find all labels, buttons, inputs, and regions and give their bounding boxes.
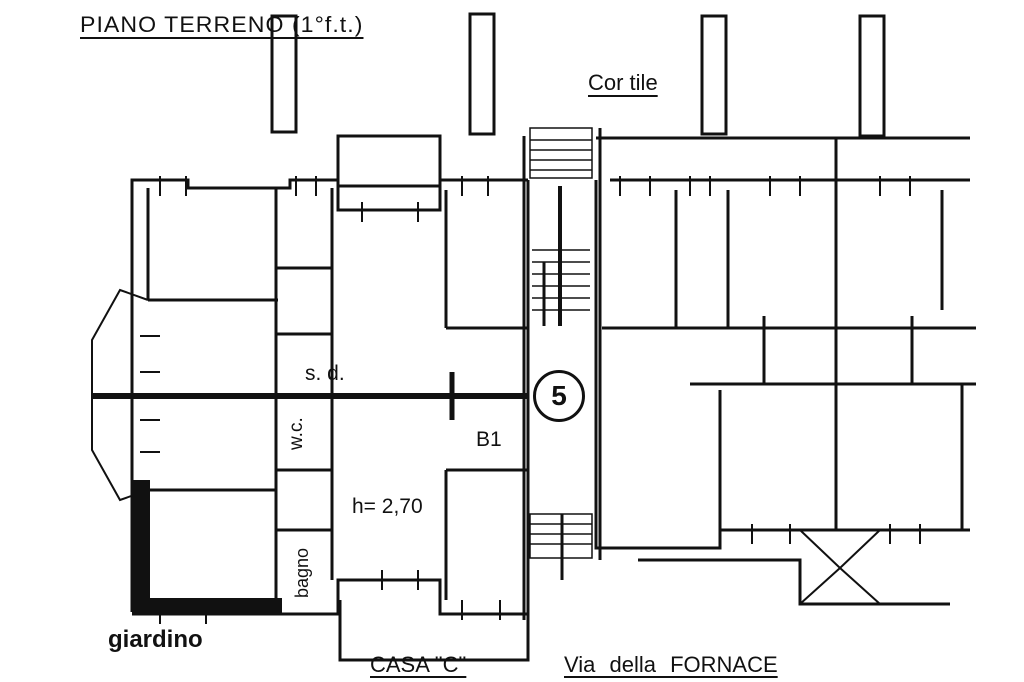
staircase xyxy=(529,127,593,580)
building-label: CASA "C" xyxy=(370,652,467,677)
chimneys xyxy=(270,12,886,138)
stair-number-badge: 5 xyxy=(533,370,585,422)
interior-walls xyxy=(146,128,976,620)
unit-code-label: B1 xyxy=(476,428,502,451)
entrance-x xyxy=(799,529,881,605)
outer-walls xyxy=(130,134,970,662)
thick-garden-wall xyxy=(132,480,282,614)
garden-label: giardino xyxy=(108,626,203,653)
ceiling-height-label: h= 2,70 xyxy=(352,495,423,518)
room-sd-label: s. d. xyxy=(305,362,345,385)
plan-title: PIANO TERRENO (1°f.t.) xyxy=(80,12,364,37)
room-wc-label: w.c. xyxy=(286,417,307,450)
room-bagno-label: bagno xyxy=(292,547,312,598)
window-marks xyxy=(140,176,921,624)
street-label: Via della FORNACE xyxy=(564,652,778,677)
courtyard-label: Cor tile xyxy=(588,70,658,95)
